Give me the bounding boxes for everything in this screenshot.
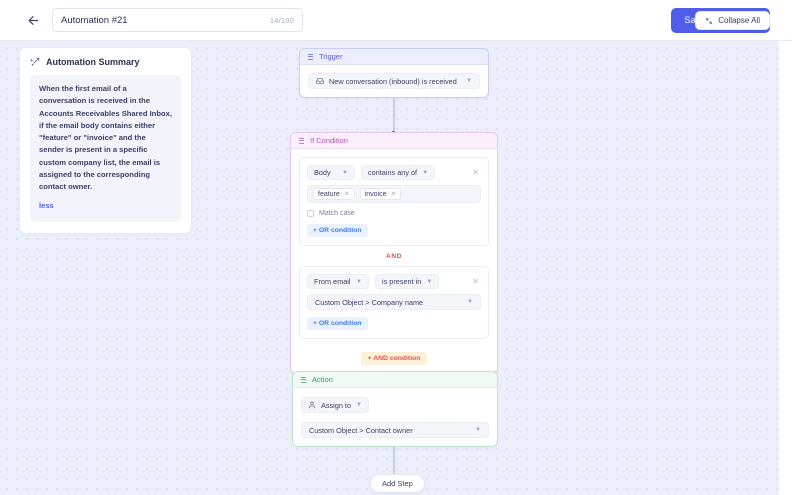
condition-row: Body ▼ contains any of ▼ ✕ xyxy=(307,165,481,180)
magic-wand-icon xyxy=(30,57,40,66)
trigger-node-body: New conversation (inbound) is received ▼ xyxy=(300,65,488,97)
drag-handle-icon[interactable] xyxy=(301,376,306,383)
summary-text: When the first email of a conversation i… xyxy=(39,84,172,192)
match-case-checkbox[interactable] xyxy=(307,210,314,217)
collapse-all-button[interactable]: Collapse All xyxy=(695,11,770,30)
action-value-label: Custom Object > Contact owner xyxy=(309,425,413,435)
add-and-condition-row: + AND condition xyxy=(299,347,489,365)
value-tag[interactable]: feature ✕ xyxy=(313,188,355,200)
inbox-icon xyxy=(316,78,324,84)
add-or-condition-button[interactable]: + OR condition xyxy=(307,224,368,237)
condition-value-select[interactable]: Custom Object > Company name ▼ xyxy=(307,294,481,310)
chevron-down-icon: ▼ xyxy=(356,278,362,285)
condition-operator-select[interactable]: contains any of ▼ xyxy=(361,165,436,180)
chevron-down-icon: ▼ xyxy=(342,169,348,176)
condition-field-select[interactable]: From email ▼ xyxy=(307,274,369,289)
chevron-down-icon: ▼ xyxy=(422,169,429,176)
condition-field-select[interactable]: Body ▼ xyxy=(307,165,355,180)
arrow-left-icon xyxy=(28,15,38,25)
action-node-header[interactable]: Action xyxy=(293,372,497,388)
trigger-event-label: New conversation (inbound) is received xyxy=(329,76,457,86)
remove-condition-button[interactable]: ✕ xyxy=(472,276,479,286)
match-case-row[interactable]: Match case xyxy=(307,210,481,217)
chevron-down-icon: ▼ xyxy=(356,402,362,408)
summary-title: Automation Summary xyxy=(46,57,140,67)
condition-row: From email ▼ is present in ▼ ✕ xyxy=(307,274,481,289)
remove-tag-icon[interactable]: ✕ xyxy=(343,191,350,198)
automation-title-field[interactable]: 14/100 xyxy=(52,8,303,32)
connector-action-to-add-step xyxy=(393,437,395,475)
if-condition-node[interactable]: If Condition Body ▼ contains any of ▼ ✕ xyxy=(290,132,498,374)
and-separator-label: AND xyxy=(386,253,402,260)
person-icon xyxy=(309,401,315,409)
condition-operator-select[interactable]: is present in ▼ xyxy=(375,274,440,289)
action-node-title: Action xyxy=(312,375,333,384)
condition-value-label: Custom Object > Company name xyxy=(315,297,424,307)
action-value-select[interactable]: Custom Object > Contact owner ▼ xyxy=(301,422,489,438)
chevron-down-icon: ▼ xyxy=(466,78,472,84)
char-counter: 14/100 xyxy=(269,15,294,25)
condition-values-tagbar[interactable]: feature ✕ invoice ✕ xyxy=(307,185,481,203)
trigger-event-select[interactable]: New conversation (inbound) is received ▼ xyxy=(308,73,480,89)
drag-handle-icon[interactable] xyxy=(308,53,313,60)
condition-group: From email ▼ is present in ▼ ✕ Custom Ob… xyxy=(299,266,489,339)
chevron-down-icon: ▼ xyxy=(467,299,473,305)
trigger-node-title: Trigger xyxy=(319,52,343,61)
collapse-all-label: Collapse All xyxy=(718,16,760,25)
trigger-node-header[interactable]: Trigger xyxy=(300,49,488,65)
action-node[interactable]: Action Assign to ▼ Custom Object > Conta… xyxy=(292,371,498,447)
summary-body: When the first email of a conversation i… xyxy=(30,75,181,222)
connector-trigger-to-condition xyxy=(393,97,395,133)
condition-operator-label: is present in xyxy=(382,277,422,286)
add-step-button[interactable]: Add Step xyxy=(370,474,425,493)
collapse-icon xyxy=(705,17,713,24)
add-or-condition-button[interactable]: + OR condition xyxy=(307,317,368,330)
if-condition-node-header[interactable]: If Condition xyxy=(291,133,497,149)
if-condition-node-body: Body ▼ contains any of ▼ ✕ feature ✕ xyxy=(291,149,497,373)
back-button[interactable] xyxy=(22,9,44,31)
condition-operator-label: contains any of xyxy=(368,168,418,177)
remove-condition-button[interactable]: ✕ xyxy=(472,167,479,177)
value-tag[interactable]: invoice ✕ xyxy=(359,188,402,200)
chevron-down-icon: ▼ xyxy=(475,427,481,433)
action-node-body: Assign to ▼ Custom Object > Contact owne… xyxy=(293,388,497,446)
action-type-label: Assign to xyxy=(321,400,352,410)
condition-group: Body ▼ contains any of ▼ ✕ feature ✕ xyxy=(299,157,489,246)
automation-summary-card: Automation Summary When the first email … xyxy=(19,47,192,234)
value-tag-label: feature xyxy=(318,190,340,198)
top-bar: 14/100 Save and enable xyxy=(0,0,792,41)
remove-tag-icon[interactable]: ✕ xyxy=(390,191,397,198)
chevron-down-icon: ▼ xyxy=(426,278,433,285)
summary-header: Automation Summary xyxy=(30,57,181,67)
value-tag-label: invoice xyxy=(364,190,387,198)
add-and-condition-button[interactable]: + AND condition xyxy=(360,352,428,365)
condition-field-label: From email xyxy=(314,277,351,286)
trigger-node[interactable]: Trigger New conversation (inbound) is re… xyxy=(299,48,489,98)
condition-field-label: Body xyxy=(314,168,331,177)
action-type-select[interactable]: Assign to ▼ xyxy=(301,397,369,413)
canvas-right-margin xyxy=(779,41,792,495)
drag-handle-icon[interactable] xyxy=(299,137,304,144)
if-condition-node-title: If Condition xyxy=(310,136,348,145)
automation-title-input[interactable] xyxy=(61,14,270,26)
match-case-label: Match case xyxy=(319,210,355,217)
summary-toggle-link[interactable]: less xyxy=(39,200,54,210)
